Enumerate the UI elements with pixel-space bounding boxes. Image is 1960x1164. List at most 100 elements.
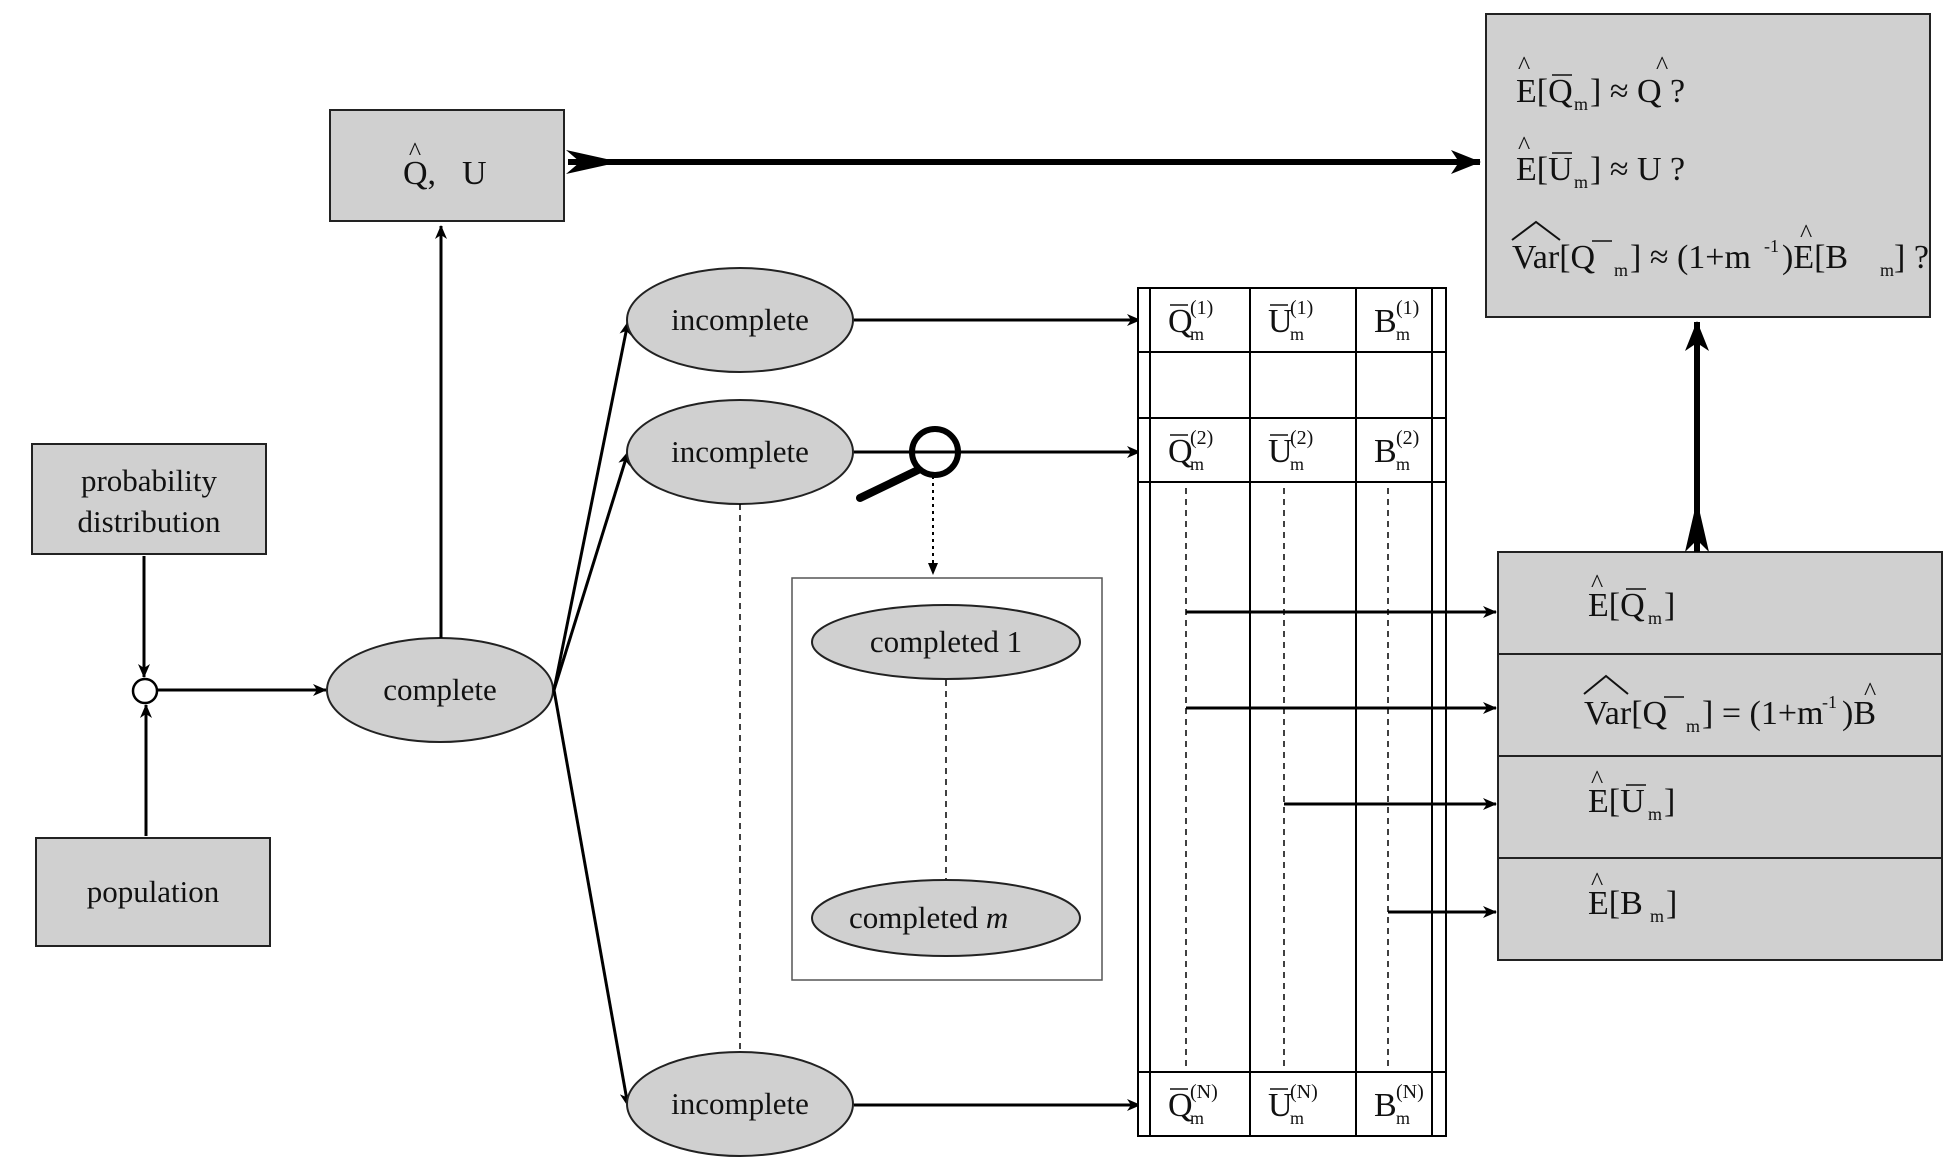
hat-glyph: ^ xyxy=(1518,51,1530,80)
estimate-subscript: m xyxy=(1648,804,1662,824)
table-cell-superscript: (1) xyxy=(1290,297,1313,319)
question-2-rhs: ] ≈ U ? xyxy=(1590,151,1685,188)
arrow-complete-to-incomplete-N xyxy=(552,689,632,1107)
questions-box xyxy=(1485,13,1931,318)
table-cell-superscript: (N) xyxy=(1396,1081,1424,1103)
pooled-estimates-box xyxy=(1497,551,1943,961)
arrow-tail-feather-vertical xyxy=(1685,500,1709,552)
arrow-complete-to-incomplete-2 xyxy=(552,451,630,691)
incomplete-node-N: incomplete xyxy=(626,1051,854,1157)
table-cell-q-bar: Q xyxy=(1168,303,1193,340)
table-cell-superscript: (N) xyxy=(1190,1081,1218,1103)
table-cell-superscript: (1) xyxy=(1396,297,1419,319)
hat-glyph: ^ xyxy=(1591,569,1603,598)
complete-node: complete xyxy=(326,637,554,743)
completed-datasets-box: completed 1 completed m xyxy=(791,577,1103,981)
hat-glyph: ^ xyxy=(1591,765,1603,794)
hat-glyph: ^ xyxy=(1518,131,1530,160)
wide-hat-glyph xyxy=(1511,220,1561,241)
hat-glyph: ^ xyxy=(1591,867,1603,896)
estimate-e-q-close: ] xyxy=(1664,587,1675,624)
completed-m-label: completed m xyxy=(849,900,1008,935)
estimate-e-b: E[B xyxy=(1588,885,1643,922)
table-cell-q-bar: Q xyxy=(1168,433,1193,470)
estimate-subscript: m xyxy=(1686,716,1700,736)
question-subscript: m xyxy=(1880,260,1894,280)
estimate-var-q-tail: )B xyxy=(1842,695,1876,732)
complete-label: complete xyxy=(383,672,497,707)
probability-label-2: distribution xyxy=(78,504,221,539)
question-3-exponent: -1 xyxy=(1764,236,1779,256)
completed-m-var: m xyxy=(986,900,1008,935)
probability-label-1: probability xyxy=(81,463,218,498)
junction-node xyxy=(131,677,159,705)
hat-glyph: ^ xyxy=(409,137,421,166)
question-3-close: ] ? xyxy=(1894,239,1929,276)
table-row xyxy=(1137,417,1447,483)
question-3-tail: )E[B xyxy=(1782,239,1848,276)
incomplete-2-label: incomplete xyxy=(671,434,809,469)
table-cell-subscript: m xyxy=(1396,454,1410,474)
estimate-var-q-mid: ] = (1+m xyxy=(1702,695,1823,732)
table-cell-subscript: m xyxy=(1290,1108,1304,1128)
table-cell-u-bar: U xyxy=(1268,303,1293,340)
hat-glyph: ^ xyxy=(1656,51,1668,80)
table-cell-superscript: (1) xyxy=(1190,297,1213,319)
estimate-e-u: E[U xyxy=(1588,783,1645,820)
estimate-e-u-close: ] xyxy=(1664,783,1675,820)
probability-distribution-box: probability distribution xyxy=(31,443,267,555)
estimate-e-b-close: ] xyxy=(1666,885,1677,922)
estimand-q-label: Q, xyxy=(403,155,436,192)
estimate-var-q: Var[Q xyxy=(1584,695,1667,732)
population-label: population xyxy=(87,874,220,909)
table-row xyxy=(1137,1071,1447,1137)
question-subscript: m xyxy=(1574,172,1588,192)
table-cell-superscript: (2) xyxy=(1290,427,1313,449)
incomplete-node-1: incomplete xyxy=(626,267,854,373)
table-cell-u-bar: U xyxy=(1268,1087,1293,1124)
question-subscript: m xyxy=(1614,260,1628,280)
estimand-u-label: U xyxy=(462,155,487,192)
question-3-lhs: Var[Q xyxy=(1512,239,1595,276)
table-cell-u-bar: U xyxy=(1268,433,1293,470)
incomplete-1-label: incomplete xyxy=(671,302,809,337)
table-cell-b: B xyxy=(1374,1087,1397,1124)
question-3-mid: ] ≈ (1+m xyxy=(1630,239,1751,276)
table-cell-subscript: m xyxy=(1290,324,1304,344)
question-2-lhs: E[U xyxy=(1516,151,1573,188)
table-cell-subscript: m xyxy=(1290,454,1304,474)
table-cell-superscript: (N) xyxy=(1290,1081,1318,1103)
table-cell-superscript: (2) xyxy=(1396,427,1419,449)
table-cell-subscript: m xyxy=(1396,1108,1410,1128)
table-cell-subscript: m xyxy=(1190,324,1204,344)
table-cell-subscript: m xyxy=(1190,454,1204,474)
population-box: population xyxy=(35,837,271,947)
hat-glyph: ^ xyxy=(1864,677,1876,706)
question-subscript: m xyxy=(1574,94,1588,114)
question-1-lhs: E[Q xyxy=(1516,73,1573,110)
table-cell-subscript: m xyxy=(1190,1108,1204,1128)
estimand-box: ^ Q, U xyxy=(329,109,565,222)
table-cell-subscript: m xyxy=(1396,324,1410,344)
arrow-tail-feather xyxy=(566,150,620,174)
table-cell-q-bar: Q xyxy=(1168,1087,1193,1124)
wide-hat-glyph xyxy=(1583,674,1629,695)
table-cell-superscript: (2) xyxy=(1190,427,1213,449)
completed-1-label: completed 1 xyxy=(870,624,1022,659)
estimate-var-q-exponent: -1 xyxy=(1822,692,1837,712)
estimate-subscript: m xyxy=(1648,608,1662,628)
hat-glyph: ^ xyxy=(1800,219,1812,248)
question-1-rhs: ] ≈ Q ? xyxy=(1590,73,1685,110)
table-row xyxy=(1137,287,1447,353)
estimate-subscript: m xyxy=(1650,906,1664,926)
completed-m-prefix: completed xyxy=(849,900,979,935)
table-cell-b: B xyxy=(1374,433,1397,470)
table-cell-b: B xyxy=(1374,303,1397,340)
estimate-e-q: E[Q xyxy=(1588,587,1645,624)
arrow-complete-to-incomplete-1 xyxy=(552,321,632,691)
